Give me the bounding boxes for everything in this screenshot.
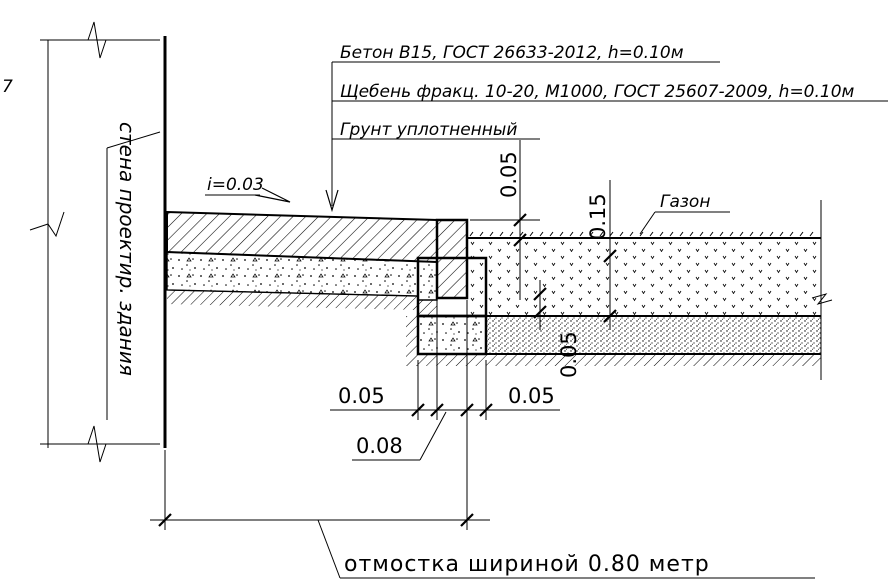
vertical-dimensions	[470, 140, 617, 330]
layer-leaders	[205, 61, 888, 235]
dim-bottom-005: 0.05	[557, 331, 581, 378]
dim-left-005: 0.05	[338, 384, 385, 408]
dim-008: 0.08	[356, 434, 403, 458]
lawn-zone	[406, 200, 833, 380]
soil-hatch-left	[166, 289, 419, 310]
concrete-layer-label: Бетон B15, ГОСТ 26633-2012, h=0.10м	[340, 43, 684, 63]
horizontal-dimensions	[150, 300, 815, 579]
wall-label: стена проектир. здания	[115, 122, 139, 376]
gravel-layer-label: Щебень фракц. 10-20, М1000, ГОСТ 25607-2…	[340, 82, 855, 102]
soil-layer-label: Грунт уплотненный	[340, 120, 517, 140]
lawn-label: Газон	[660, 192, 710, 212]
dim-015: 0.15	[586, 193, 610, 240]
blind-area-label: отмостка шириной 0.80 метр	[344, 552, 710, 577]
dim-right-005: 0.05	[508, 384, 555, 408]
building-wall	[29, 21, 167, 463]
slope-label: i=0.03	[207, 175, 264, 195]
elevation-fragment: 7	[2, 77, 13, 97]
dim-top-005: 0.05	[497, 151, 521, 198]
